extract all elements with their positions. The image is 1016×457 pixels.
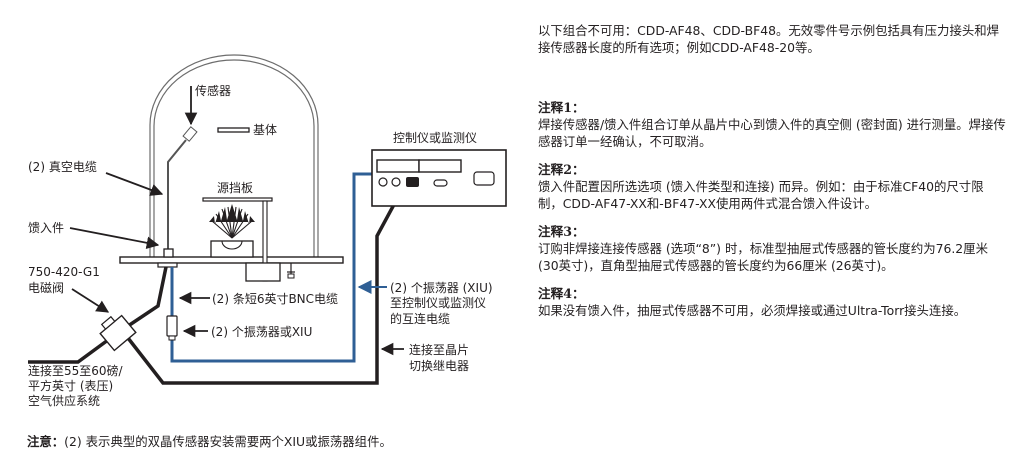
- label-interconnect-1: (2) 个振荡器 (XIU): [390, 281, 493, 295]
- label-controller: 控制仪或监测仪: [393, 131, 477, 145]
- feedthrough-arrow: [69, 227, 160, 250]
- feedthrough-flange: [157, 262, 178, 268]
- label-oscillator: (2) 个振荡器或XIU: [211, 325, 312, 339]
- oscillator-xiu: [166, 315, 178, 341]
- feedthrough: [163, 248, 174, 258]
- plate-bolt: [287, 263, 295, 279]
- blue-cable: [170, 172, 374, 363]
- label-air-supply-1: 连接至55至60磅/: [28, 363, 124, 378]
- label-source-shutter: 源挡板: [217, 181, 253, 195]
- controller-unit: [371, 149, 507, 207]
- note-title: 注释1：: [538, 100, 585, 115]
- footer-note: 注意：(2) 表示典型的双晶传感器安装需要两个XIU或振荡器组件。: [27, 432, 392, 450]
- label-air-supply-3: 空气供应系统: [28, 393, 100, 408]
- note-3: 注释3： 订购非焊接连接传感器 (选项“8”) 时，标准型抽屉式传感器的管长度约…: [538, 223, 1008, 274]
- system-diagram: 传感器 基体 (2) 真空电缆 源挡板 馈入件: [28, 54, 507, 408]
- label-relay-1: 连接至晶片: [409, 342, 469, 357]
- note-body: 订购非焊接连接传感器 (选项“8”) 时，标准型抽屉式传感器的管长度约为76.2…: [538, 241, 988, 273]
- vacuum-chamber: [149, 54, 319, 258]
- vacuum-cable-arrow: [105, 172, 164, 196]
- note-4: 注释4： 如果没有馈入件，抽屉式传感器不可用，必须焊接或通过Ultra-Torr…: [538, 285, 1008, 319]
- black-cable: [28, 185, 406, 385]
- notes-intro: 以下组合不可用：CDD-AF48、CDD-BF48。无效零件号示例包括具有压力接…: [538, 23, 1000, 55]
- note-body: 如果没有馈入件，抽屉式传感器不可用，必须焊接或通过Ultra-Torr接头连接。: [538, 303, 967, 318]
- note-title: 注释4：: [538, 286, 585, 301]
- note-body: 焊接传感器/馈入件组合订单从晶片中心到馈入件的真空侧 (密封面) 进行测量。焊接…: [538, 117, 1006, 149]
- evaporation-source: [209, 204, 255, 258]
- note-title: 注释3：: [538, 224, 585, 239]
- footer-text: (2) 表示典型的双晶传感器安装需要两个XIU或振荡器组件。: [64, 434, 392, 449]
- notes-panel: 以下组合不可用：CDD-AF48、CDD-BF48。无效零件号示例包括具有压力接…: [538, 22, 1008, 330]
- valve-arrow: [71, 288, 110, 313]
- label-vacuum-cable: (2) 真空电缆: [28, 160, 97, 174]
- note-body: 馈入件配置因所选选项 (馈入件类型和连接) 而异。例如：由于标准CF40的尺寸限…: [538, 179, 984, 211]
- shutter-actuator: [245, 262, 281, 282]
- substrate: [217, 127, 250, 133]
- label-valve-part: 750-420-G1: [28, 265, 100, 279]
- label-sensor: 传感器: [195, 83, 231, 98]
- label-relay-2: 切换继电器: [409, 359, 469, 373]
- footer-label: 注意：: [27, 434, 65, 449]
- note-2: 注释2： 馈入件配置因所选选项 (馈入件类型和连接) 而异。例如：由于标准CF4…: [538, 161, 1008, 212]
- note-1: 注释1： 焊接传感器/馈入件组合订单从晶片中心到馈入件的真空侧 (密封面) 进行…: [538, 99, 1008, 150]
- note-title: 注释2：: [538, 162, 585, 177]
- label-valve-name: 电磁阀: [28, 280, 64, 295]
- label-bnc-cable: (2) 条短6英寸BNC电缆: [212, 292, 338, 306]
- base-plate: [119, 256, 344, 264]
- label-interconnect-2: 至控制仪或监测仪: [390, 296, 486, 310]
- label-feedthrough: 馈入件: [28, 221, 64, 235]
- label-air-supply-2: 平方英寸 (表压): [28, 378, 113, 393]
- solenoid-valve: [99, 314, 137, 352]
- sensor-head: [167, 126, 198, 256]
- label-substrate: 基体: [253, 123, 277, 137]
- label-interconnect-3: 的互连电缆: [390, 311, 450, 326]
